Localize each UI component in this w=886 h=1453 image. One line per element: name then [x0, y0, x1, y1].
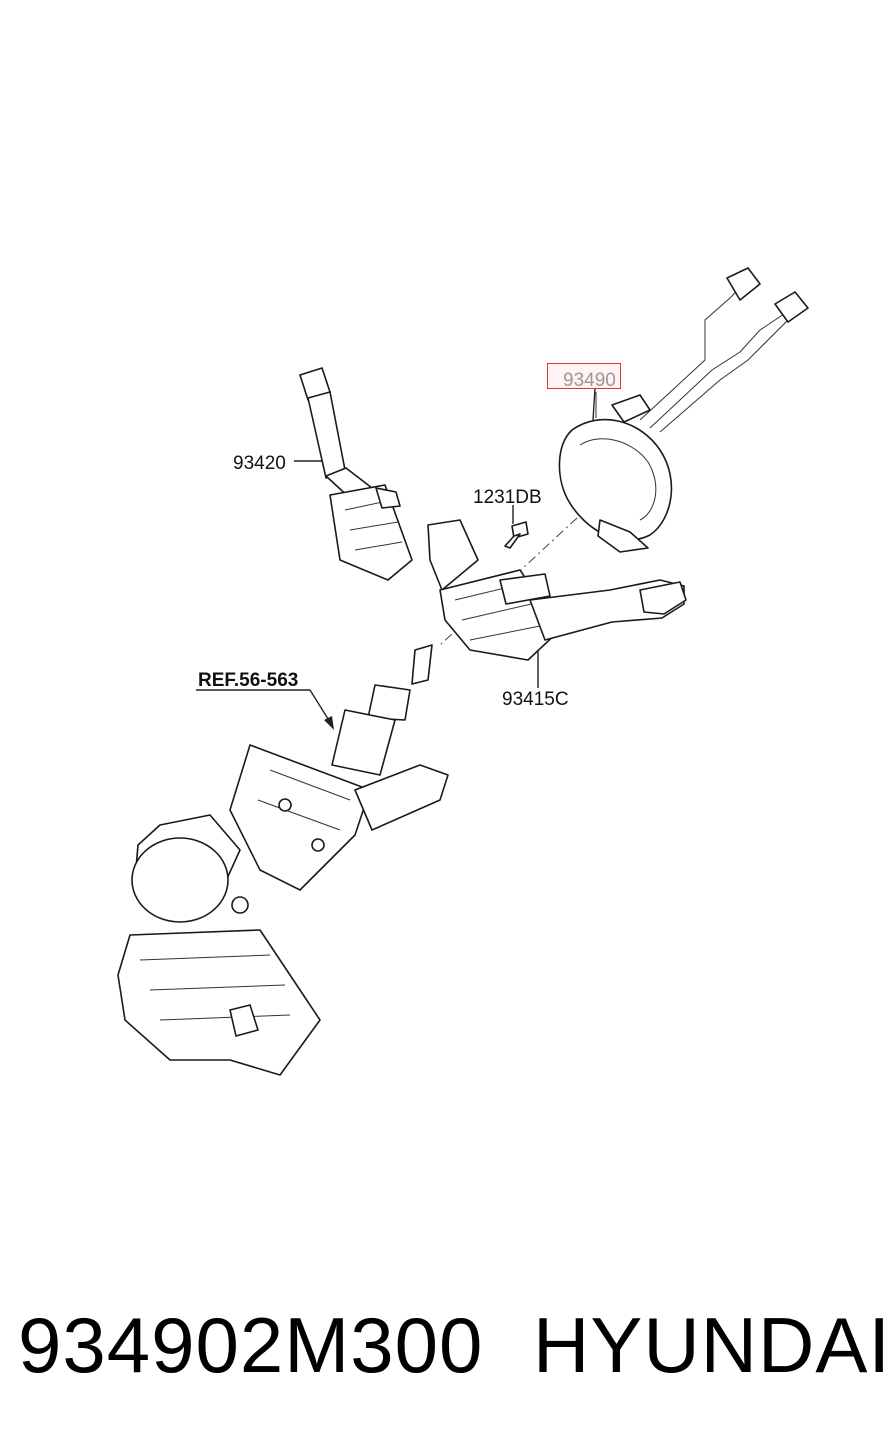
- callout-93420: 93420: [233, 453, 286, 474]
- footer: 934902M300 HYUNDAI: [0, 1290, 886, 1410]
- callout-reference: REF.56-563: [198, 670, 298, 691]
- callout-93415C: 93415C: [502, 689, 569, 710]
- steering-column-assembly: [117, 644, 449, 1076]
- highlight-box-93490: [547, 363, 621, 389]
- multifunction-switch-93415C: [427, 519, 687, 661]
- leader-93490: [592, 387, 596, 421]
- brand-name: HYUNDAI: [533, 1301, 886, 1389]
- bolt-1231DB: [504, 521, 529, 549]
- callout-1231DB: 1231DB: [473, 487, 542, 508]
- part-number: 934902M300: [18, 1301, 484, 1389]
- leader-reference: [309, 689, 331, 723]
- clock-spring-93490: [558, 267, 809, 553]
- wiper-switch-93420: [299, 367, 413, 581]
- reference-arrowhead: [324, 716, 334, 730]
